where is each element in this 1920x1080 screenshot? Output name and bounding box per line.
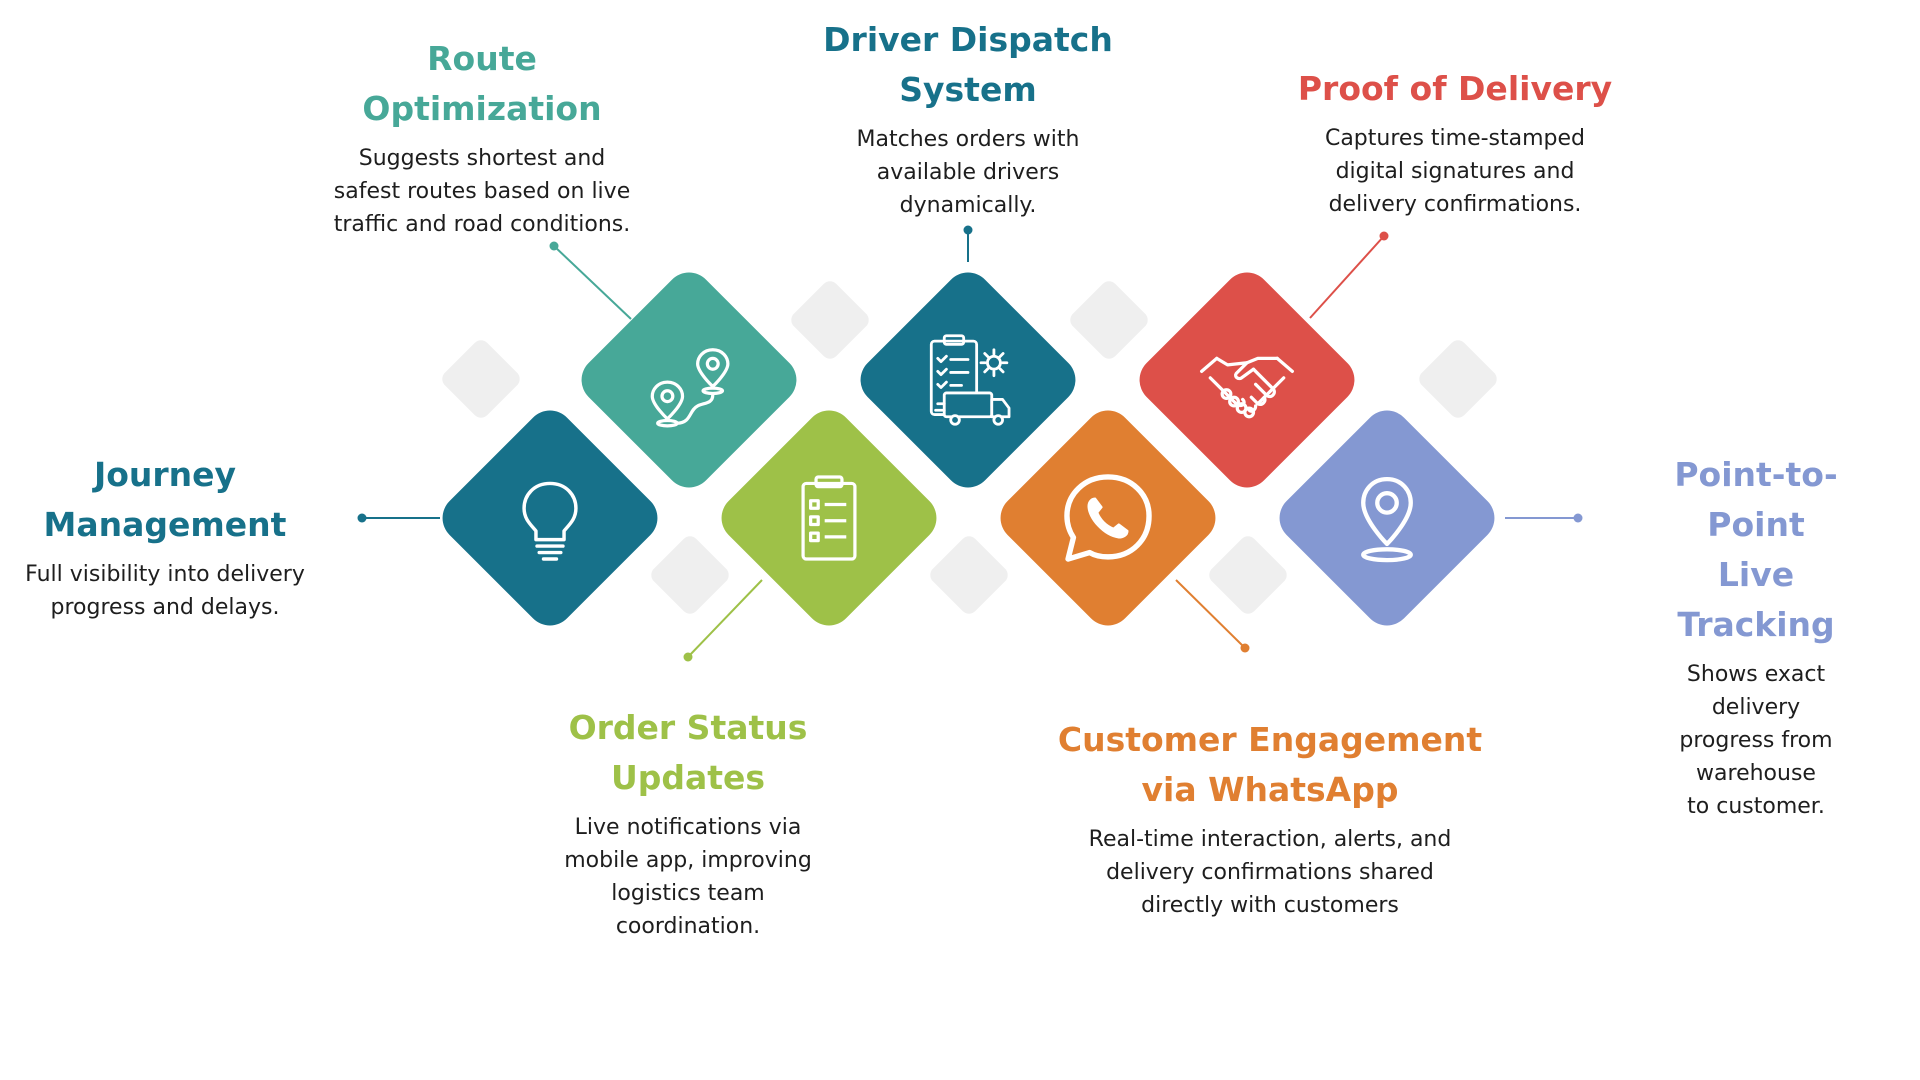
feature-title: Journey Management	[25, 450, 305, 550]
feature-proof: Proof of Delivery Captures time-stamped …	[1298, 64, 1612, 221]
connector-dot-tracking	[1573, 513, 1583, 523]
desc-line: traffic and road conditions.	[333, 212, 631, 237]
desc-line: Full visibility into delivery	[25, 562, 305, 587]
title-line: Order Status	[568, 708, 808, 747]
desc-line: progress and delays.	[50, 595, 280, 620]
title-line: Management	[43, 505, 287, 544]
title-line: Driver Dispatch	[823, 20, 1113, 59]
desc-line: to customer.	[1687, 794, 1825, 819]
clipboard-truck-gear-icon	[904, 316, 1032, 444]
feature-description: Suggests shortest and safest routes base…	[334, 142, 631, 241]
desc-line: delivery confirmations shared	[1106, 860, 1434, 885]
connector-dot-order	[683, 652, 693, 662]
whatsapp-icon	[1044, 454, 1172, 582]
title-line: Customer Engagement	[1057, 720, 1483, 759]
desc-line: Suggests shortest and	[358, 146, 606, 171]
connector-order	[687, 579, 763, 658]
feature-description: Live notifications via mobile app, impro…	[564, 811, 812, 943]
feature-description: Shows exact delivery progress from wareh…	[1674, 658, 1838, 823]
title-line: Live Tracking	[1677, 555, 1835, 644]
feature-order: Order Status Updates Live notifications …	[564, 703, 812, 943]
desc-line: Live notifications via	[574, 815, 802, 840]
feature-tracking: Point-to-Point Live Tracking Shows exact…	[1674, 450, 1838, 823]
feature-title: Proof of Delivery	[1298, 64, 1612, 114]
title-line: Route	[427, 39, 537, 78]
desc-line: coordination.	[615, 914, 761, 939]
desc-line: directly with customers	[1141, 893, 1399, 918]
connector-dot-dispatch	[963, 225, 973, 235]
connector-dot-whatsapp	[1240, 643, 1250, 653]
title-line: via WhatsApp	[1141, 770, 1399, 809]
feature-description: Real-time interaction, alerts, and deliv…	[1058, 823, 1482, 922]
desc-line: dynamically.	[899, 193, 1037, 218]
title-line: Journey	[93, 455, 237, 494]
feature-description: Full visibility into delivery progress a…	[25, 558, 305, 624]
feature-description: Matches orders with available drivers dy…	[823, 123, 1113, 222]
title-line: Proof of Delivery	[1297, 69, 1613, 108]
connector-dot-route	[549, 241, 559, 251]
desc-line: logistics team	[611, 881, 765, 906]
desc-line: Shows exact delivery	[1686, 662, 1826, 720]
title-line: Optimization	[362, 89, 602, 128]
connector-route	[553, 245, 632, 320]
connector-whatsapp	[1175, 579, 1246, 649]
feature-title: Driver Dispatch System	[823, 15, 1113, 115]
feature-whatsapp: Customer Engagement via WhatsApp Real-ti…	[1058, 715, 1482, 922]
desc-line: delivery confirmations.	[1328, 192, 1582, 217]
desc-line: progress from warehouse	[1679, 728, 1833, 786]
desc-line: digital signatures and	[1335, 159, 1575, 184]
connector-dot-proof	[1379, 231, 1389, 241]
feature-dispatch: Driver Dispatch System Matches orders wi…	[823, 15, 1113, 222]
feature-description: Captures time-stamped digital signatures…	[1298, 122, 1612, 221]
title-line: Updates	[610, 758, 766, 797]
route-pins-icon	[625, 316, 753, 444]
desc-line: mobile app, improving	[564, 848, 812, 873]
desc-line: Matches orders with	[856, 127, 1080, 152]
connector-proof	[1309, 235, 1385, 319]
connector-dot-journey	[357, 513, 367, 523]
lightbulb-icon	[486, 454, 614, 582]
feature-journey: Journey Management Full visibility into …	[25, 450, 305, 624]
title-line: Point-to-Point	[1674, 455, 1838, 544]
feature-title: Route Optimization	[334, 34, 631, 134]
feature-route: Route Optimization Suggests shortest and…	[334, 34, 631, 241]
title-line: System	[899, 70, 1037, 109]
desc-line: Real-time interaction, alerts, and	[1088, 827, 1452, 852]
feature-title: Order Status Updates	[564, 703, 812, 803]
location-pin-icon	[1323, 454, 1451, 582]
feature-title: Customer Engagement via WhatsApp	[1058, 715, 1482, 815]
desc-line: available drivers	[876, 160, 1060, 185]
handshake-icon	[1183, 316, 1311, 444]
desc-line: safest routes based on live	[333, 179, 631, 204]
checklist-icon	[765, 454, 893, 582]
feature-title: Point-to-Point Live Tracking	[1674, 450, 1838, 650]
desc-line: Captures time-stamped	[1324, 126, 1586, 151]
